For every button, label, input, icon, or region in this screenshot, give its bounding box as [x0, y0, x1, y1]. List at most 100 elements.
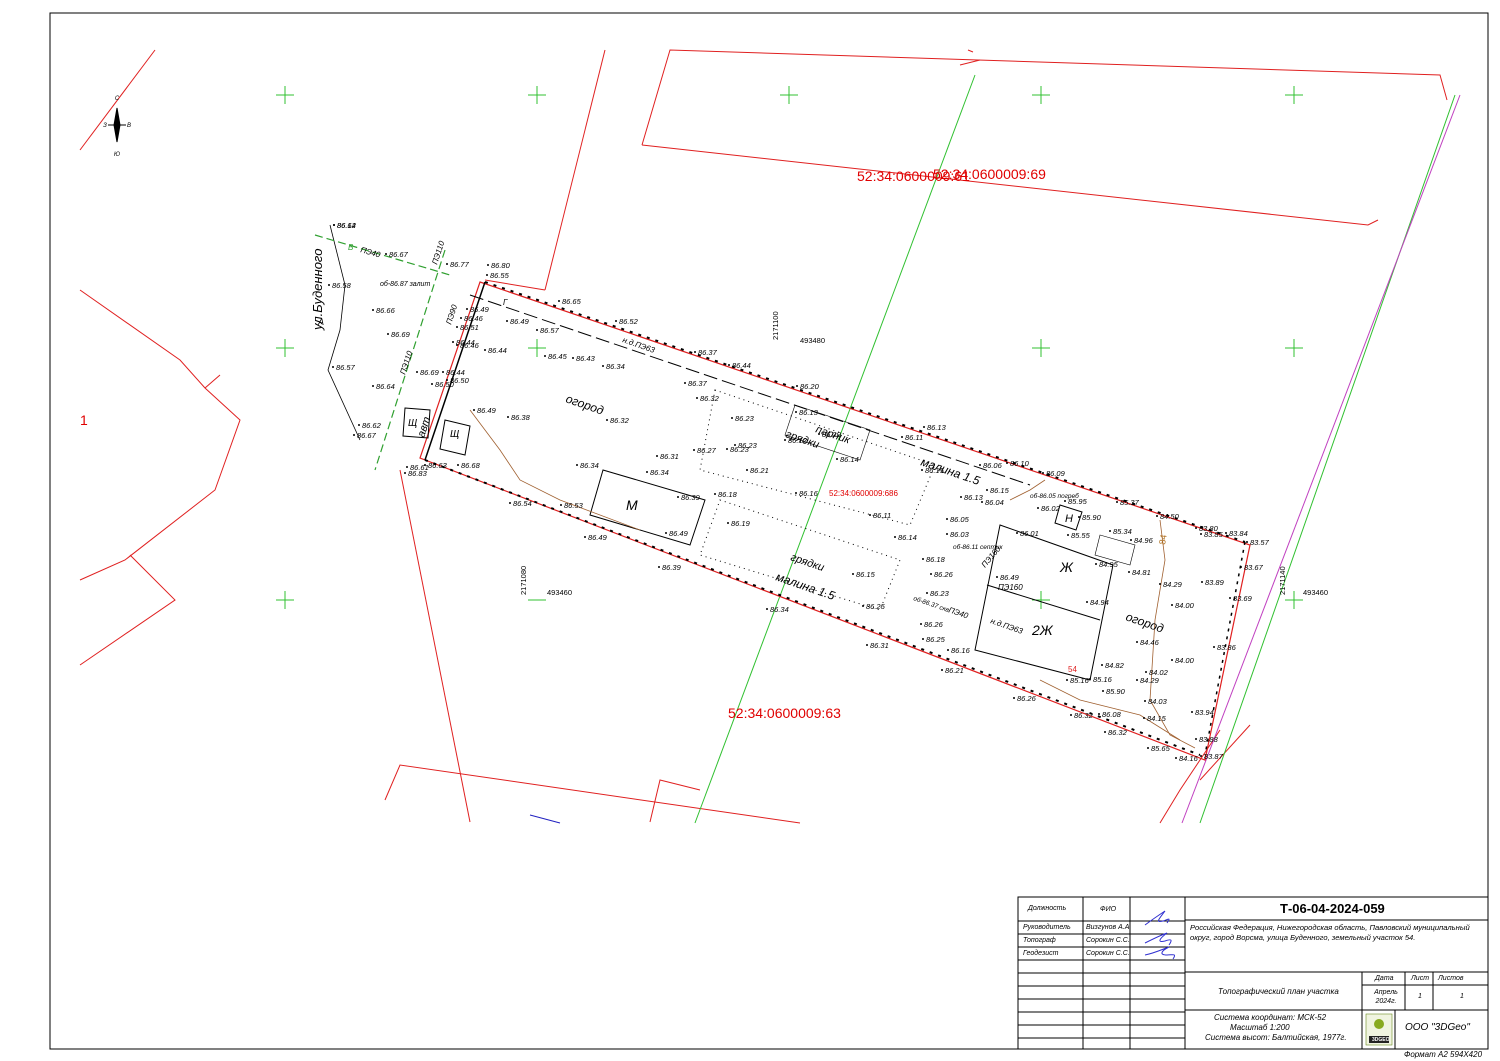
elevation-label: 86.26: [934, 570, 954, 579]
elevation-point: [385, 253, 387, 255]
elevation-label: 86.12: [788, 436, 808, 445]
elevation-point: [1136, 679, 1138, 681]
elevation-point: [507, 416, 509, 418]
elevation-point: [1246, 541, 1248, 543]
elevation-point: [431, 383, 433, 385]
elevation-label: 83.57: [1250, 538, 1270, 547]
elevation-label: 86.37: [688, 379, 708, 388]
elevation-label: 86.27: [697, 446, 717, 455]
elevation-point: [869, 514, 871, 516]
pe90-label: ПЭ90: [444, 303, 459, 326]
auto-label: авт: [415, 415, 433, 439]
elevation-label: 84.03: [1148, 697, 1168, 706]
porch: [1094, 534, 1136, 566]
elevation-point: [1225, 532, 1227, 534]
elevation-point: [1070, 714, 1072, 716]
elevation-point: [1013, 697, 1015, 699]
elevation-point: [387, 333, 389, 335]
elevation-point: [1136, 641, 1138, 643]
elevation-label: 83.88: [1199, 735, 1219, 744]
elevation-point: [486, 274, 488, 276]
elevation-point: [1195, 738, 1197, 740]
elevation-point: [1116, 501, 1118, 503]
elevation-label: 84.50: [1160, 512, 1180, 521]
elevation-label: 83.69: [1233, 594, 1253, 603]
elevation-label: 85.16: [1093, 675, 1113, 684]
elevation-label: 85.95: [1068, 497, 1088, 506]
elevation-point: [1078, 516, 1080, 518]
elevation-label: 83.67: [1244, 563, 1264, 572]
elevation-point: [460, 317, 462, 319]
elevation-label: 86.34: [770, 605, 789, 614]
elevation-label: 84.15: [1147, 714, 1167, 723]
elevation-label: 83.94: [1195, 708, 1214, 717]
elevation-point: [332, 366, 334, 368]
elevation-label: 85.55: [1071, 531, 1091, 540]
elevation-label: 86.50: [450, 376, 470, 385]
elevation-label: 86.11: [873, 511, 891, 520]
elevation-point: [442, 371, 444, 373]
elevation-label: 86.54: [513, 499, 532, 508]
elevation-label: 84.29: [1140, 676, 1160, 685]
parcel-label-686: 52:34:0600009:686: [829, 489, 899, 498]
elevation-label: 86.61: [410, 463, 429, 472]
elevation-point: [894, 536, 896, 538]
elevation-point: [947, 649, 949, 651]
elevation-point: [576, 464, 578, 466]
elevation-label: 86.03: [950, 530, 970, 539]
elevation-label: 86.32: [1074, 711, 1094, 720]
stamp-name-3: Сорокин С.С.: [1086, 950, 1130, 957]
elevation-label: 86.13: [799, 408, 819, 417]
elevation-point: [424, 464, 426, 466]
elevation-point: [416, 371, 418, 373]
elevation-label: 86.06: [983, 461, 1003, 470]
elevation-label: 86.53: [564, 501, 584, 510]
elevation-label: 86.18: [926, 555, 946, 564]
elevation-label: 86.55: [490, 271, 510, 280]
elevation-label: 84.95: [1099, 560, 1119, 569]
elevation-point: [1145, 671, 1147, 673]
elevation-point: [946, 533, 948, 535]
elevation-label: 86.23: [735, 414, 755, 423]
parcel-label-61: 52:34:0600009:61: [857, 168, 970, 184]
elevation-label: 86.01: [1020, 529, 1039, 538]
sheet-frame: [49, 12, 1489, 1050]
elevation-label: 86.49: [669, 529, 689, 538]
elevation-label: 86.51: [460, 323, 479, 332]
elevation-point: [766, 608, 768, 610]
signature-icon: [1144, 910, 1176, 960]
elevation-label: 86.64: [376, 382, 395, 391]
shield-1-label: Щ: [408, 418, 417, 429]
elevation-point: [726, 448, 728, 450]
grid-x-top: 2171100: [771, 311, 780, 340]
septic-label: об-86.11 септик: [953, 543, 1003, 551]
elevation-label: 84.00: [1175, 601, 1195, 610]
elevation-label: 86.49: [510, 317, 530, 326]
elevation-point: [606, 419, 608, 421]
elevation-label: 85.65: [1151, 744, 1171, 753]
elevation-point: [986, 489, 988, 491]
elevation-point: [333, 224, 335, 226]
elevation-point: [684, 382, 686, 384]
elevation-point: [646, 471, 648, 473]
elevation-label: 86.50: [435, 380, 455, 389]
elevation-point: [572, 357, 574, 359]
elevation-point: [714, 493, 716, 495]
elevation-point: [328, 284, 330, 286]
stamp-role-1: Руководитель: [1023, 924, 1071, 931]
elevation-point: [1175, 757, 1177, 759]
elevation-label: 86.16: [799, 489, 819, 498]
grid-y-bottom-right: 493460: [1303, 588, 1328, 597]
elevation-point: [930, 573, 932, 575]
grid-y-bottom-left: 493460: [547, 588, 572, 597]
pe40-label-a: ПЭ40: [359, 245, 381, 259]
elevation-label: 86.39: [681, 493, 701, 502]
elevation-label: 86.34: [580, 461, 599, 470]
elevation-point: [1006, 462, 1008, 464]
water-line-2: [374, 249, 446, 471]
elevation-point: [694, 351, 696, 353]
elevation-point: [1240, 566, 1242, 568]
shield-2: [439, 419, 471, 456]
elevation-label: 86.39: [662, 563, 682, 572]
compass-icon: [108, 107, 126, 143]
